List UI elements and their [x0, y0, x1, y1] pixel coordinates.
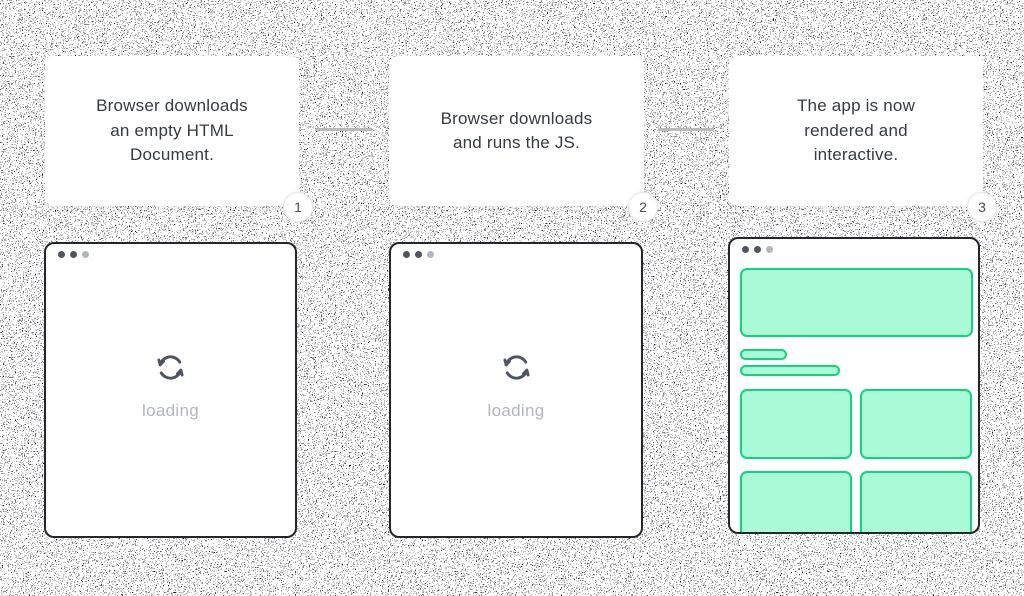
grid-skeleton-block [740, 389, 852, 459]
grid-skeleton-block [860, 389, 972, 459]
loading-state: loading [46, 348, 295, 421]
grid-skeleton-block [740, 471, 852, 532]
window-dot-icon [58, 251, 65, 258]
browser-window-1: loading [44, 242, 297, 538]
window-dot-icon [754, 246, 761, 253]
hero-skeleton-block [740, 268, 973, 337]
step-card-1: Browser downloads an empty HTML Document… [45, 56, 313, 222]
sync-icon [157, 355, 184, 380]
text-skeleton-pill [740, 365, 840, 376]
step-card-3: The app is now rendered and interactive.… [729, 56, 997, 222]
step-description: Browser downloads and runs the JS. [440, 108, 593, 153]
step-card-2: Browser downloads and runs the JS. 2 [389, 56, 658, 222]
grid-skeleton-block [860, 471, 972, 532]
loading-label: loading [142, 401, 199, 420]
step-description: Browser downloads an empty HTML Document… [96, 96, 248, 165]
connector-line [315, 128, 373, 131]
window-dot-icon [766, 246, 773, 253]
window-dot-icon [427, 251, 434, 258]
step-number-badge: 2 [628, 192, 658, 222]
sync-icon [502, 355, 530, 380]
text-skeleton-pill [740, 349, 787, 360]
browser-window-2: loading [389, 242, 643, 538]
step-number-badge: 1 [283, 192, 313, 222]
step-number: 2 [639, 199, 647, 215]
loading-label: loading [487, 401, 545, 420]
window-control-dots [742, 246, 773, 253]
step-number: 3 [978, 199, 986, 215]
step-number: 1 [294, 199, 302, 215]
window-dot-icon [742, 246, 749, 253]
browser-window-3 [728, 237, 980, 534]
step-description: The app is now rendered and interactive. [796, 96, 916, 165]
step-number-badge: 3 [967, 192, 997, 222]
window-control-dots [58, 251, 89, 258]
window-dot-icon [70, 251, 77, 258]
window-dot-icon [403, 251, 410, 258]
window-dot-icon [415, 251, 422, 258]
window-control-dots [403, 251, 434, 258]
window-dot-icon [82, 251, 89, 258]
loading-state: loading [391, 348, 641, 421]
connector-line [658, 128, 714, 131]
